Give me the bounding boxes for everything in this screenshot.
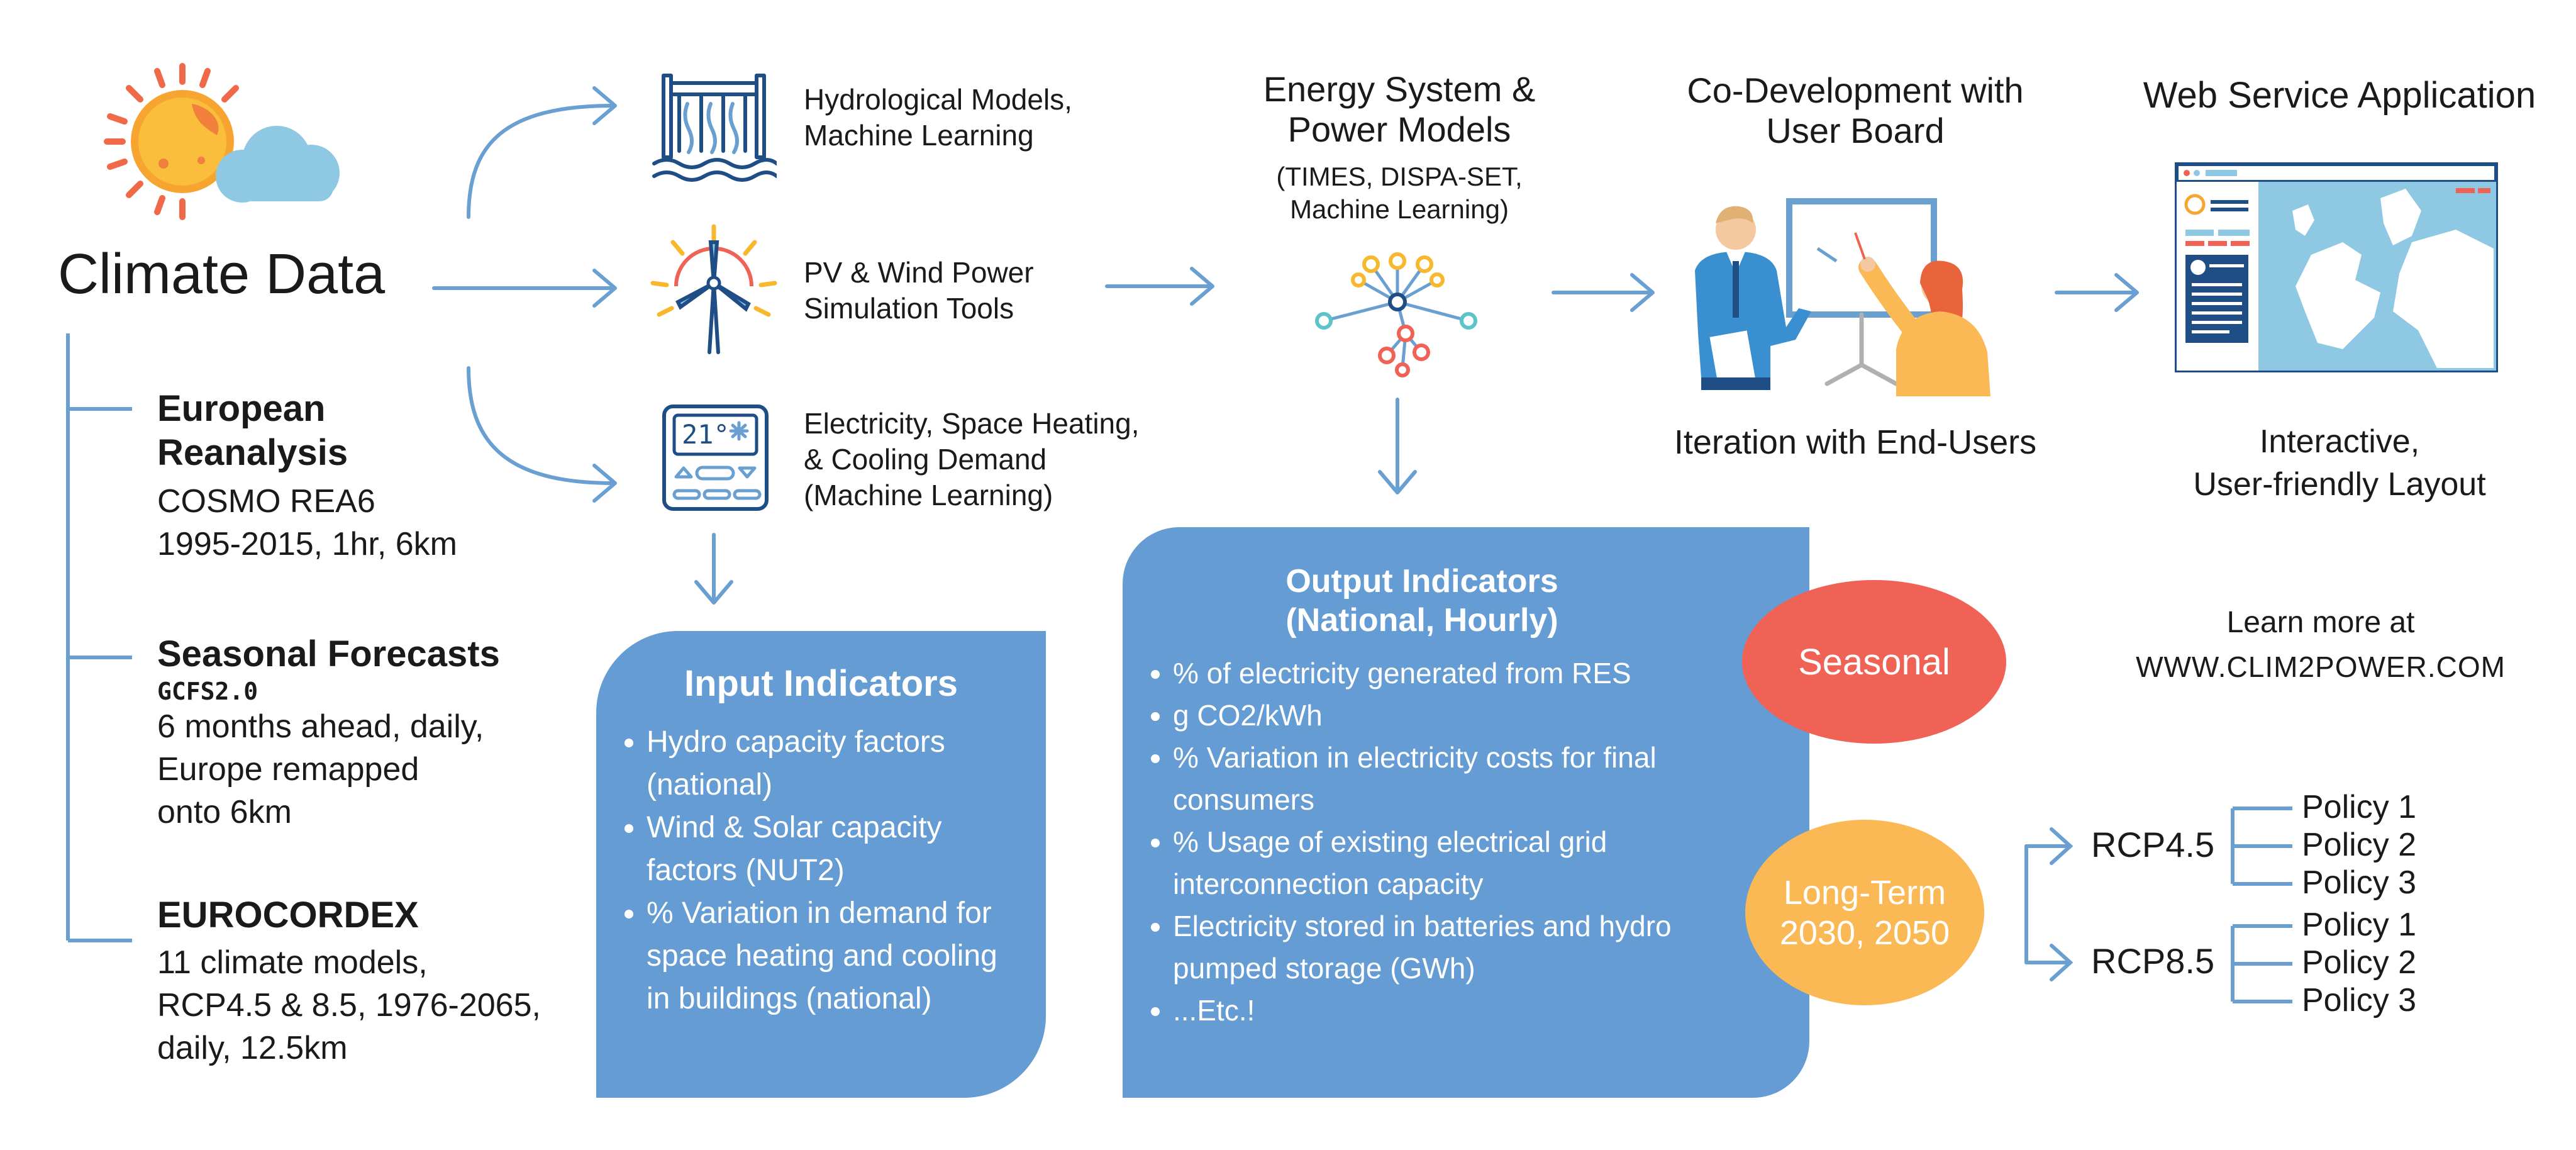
policy-item: Policy 3 [2302,982,2417,1019]
source-european-reanalysis: European Reanalysis COSMO REA6 1995-2015… [157,387,535,566]
title-line: Energy System & [1263,69,1536,109]
source-eurocordex: EUROCORDEX 11 climate models, RCP4.5 & 8… [157,893,597,1069]
seasonal-label: Seasonal [1798,641,1950,683]
title-line: Co-Development with [1687,70,2024,110]
rcp85-policy-list: Policy 1 Policy 2 Policy 3 [2302,906,2416,1019]
source-line: RCP4.5 & 8.5, 1976-2065, [157,987,541,1024]
list-item: % Usage of existing electrical grid inte… [1173,821,1740,905]
wind-turbine-icon [648,223,780,355]
people-whiteboard-illustration [1676,189,2028,396]
policy-brackets [2231,807,2292,1003]
title-line: User Board [1766,111,1945,150]
energy-system-subtitle: (TIMES, DISPA-SET, Machine Learning) [1220,160,1579,226]
co-development-caption: Iteration with End-Users [1674,423,2037,461]
label-line: PV & Wind Power [804,256,1034,289]
website-link[interactable]: WWW.CLIM2POWER.COM [2136,650,2506,683]
output-indicators-list: % of electricity generated from RES g CO… [1135,652,1740,1032]
arrow-climate-to-hydro [467,104,615,219]
list-item: Hydro capacity factors (national) [647,721,1021,807]
source-line: 11 climate models, [157,944,428,981]
label-line: & Cooling Demand [804,443,1047,476]
seasonal-oval: Seasonal [1742,580,2006,744]
label-line: (Machine Learning) [804,479,1053,511]
subtitle-line: (TIMES, DISPA-SET, [1276,162,1523,191]
list-item: % Variation in demand for space heating … [647,892,1021,1020]
long-term-label: Long-Term [1783,873,1946,912]
hydro-models-label: Hydrological Models, Machine Learning [804,82,1072,154]
arrow-climate-to-demand [467,366,615,485]
rcp45-policy-list: Policy 1 Policy 2 Policy 3 [2302,788,2416,902]
web-service-title: Web Service Application [2143,75,2536,116]
pv-wind-label: PV & Wind Power Simulation Tools [804,255,1034,327]
sources-bracket [66,333,132,942]
policy-item: Policy 3 [2302,864,2417,901]
output-indicators-title: Output Indicators (National, Hourly) [1123,562,1809,640]
list-item: g CO2/kWh [1173,695,1740,737]
learn-more-block: Learn more at WWW.CLIM2POWER.COM [2094,601,2547,689]
source-title: EUROCORDEX [157,895,419,935]
title-line: Power Models [1287,109,1511,149]
source-line: 1995-2015, 1hr, 6km [157,526,457,562]
dam-icon [651,69,779,182]
web-service-caption: Interactive, User-friendly Layout [2113,420,2566,506]
source-line: Europe remapped [157,751,419,788]
label-line: Simulation Tools [804,292,1014,325]
input-indicators-title: Input Indicators [684,663,958,704]
list-item: Wind & Solar capacity factors (NUT2) [647,807,1021,892]
policy-item: Policy 1 [2302,907,2417,943]
rcp-bracket [2024,827,2074,981]
learn-more-label: Learn more at [2226,606,2415,639]
list-item: % Variation in electricity costs for fin… [1173,737,1740,821]
policy-item: Policy 2 [2302,944,2417,981]
thermostat-display: 21° [682,419,730,450]
list-item: ...Etc.! [1173,990,1740,1032]
source-title: European Reanalysis [157,388,348,473]
title-line: Output Indicators [1285,563,1558,600]
caption-line: Interactive, [2259,423,2420,460]
policy-item: Policy 1 [2302,789,2417,825]
scenario-rcp45-label: RCP4.5 [2091,825,2215,864]
list-item: % of electricity generated from RES [1173,652,1740,695]
source-subtitle: GCFS2.0 [157,678,258,705]
long-term-oval: Long-Term 2030, 2050 [1745,820,1984,1005]
list-item: Electricity stored in batteries and hydr… [1173,905,1740,990]
network-icon [1311,252,1487,377]
scenario-rcp85-label: RCP8.5 [2091,941,2215,981]
sun-cloud-icon [94,60,384,223]
subtitle-line: Machine Learning) [1290,194,1509,224]
co-development-title: Co-Development with User Board [1623,70,2088,151]
label-line: Hydrological Models, [804,83,1072,116]
source-line: onto 6km [157,794,292,830]
thermostat-icon: 21° [660,403,770,513]
label-line: Electricity, Space Heating, [804,407,1140,440]
title-line: (National, Hourly) [1285,602,1558,639]
browser-window-illustration [2173,160,2500,374]
output-indicators-panel: Output Indicators (National, Hourly) % o… [1123,527,1809,1098]
source-line: 6 months ahead, daily, [157,708,484,745]
source-line: daily, 12.5km [157,1030,348,1066]
input-indicators-panel: Input Indicators Hydro capacity factors … [596,631,1046,1098]
caption-line: User-friendly Layout [2193,466,2486,503]
input-indicators-list: Hydro capacity factors (national) Wind &… [609,721,1021,1020]
climate-data-title: Climate Data [58,243,386,306]
demand-models-label: Electricity, Space Heating, & Cooling De… [804,406,1140,513]
source-title: Seasonal Forecasts [157,634,500,674]
source-seasonal-forecasts: Seasonal Forecasts GCFS2.0 6 months ahea… [157,632,566,834]
label-line: Machine Learning [804,119,1034,152]
policy-item: Policy 2 [2302,827,2417,863]
long-term-years: 2030, 2050 [1779,913,1950,952]
source-line: COSMO REA6 [157,483,375,520]
energy-system-title: Energy System & Power Models [1220,69,1579,150]
